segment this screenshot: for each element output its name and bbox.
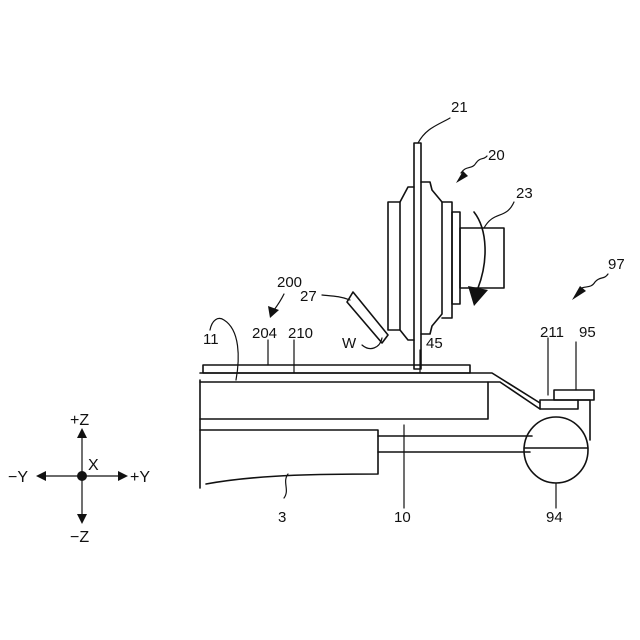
workpiece-w bbox=[203, 365, 470, 373]
label-23: 23 bbox=[516, 185, 533, 202]
label-95: 95 bbox=[579, 324, 596, 341]
label-211: 211 bbox=[540, 324, 564, 341]
axis-label-plus-y: +Y bbox=[130, 469, 150, 486]
label-21: 21 bbox=[451, 99, 468, 116]
label-3: 3 bbox=[278, 509, 286, 526]
label-204: 204 bbox=[252, 325, 277, 342]
chuck-table-11 bbox=[200, 373, 540, 419]
label-27: 27 bbox=[300, 288, 317, 305]
base-3 bbox=[200, 380, 378, 488]
leader-lines bbox=[210, 118, 608, 508]
bracket-95 bbox=[540, 390, 594, 440]
cutting-unit-20 bbox=[388, 143, 504, 369]
axis-label-minus-z: −Z bbox=[70, 529, 89, 546]
motor-94 bbox=[524, 417, 588, 483]
label-94: 94 bbox=[546, 509, 563, 526]
rail-10 bbox=[378, 436, 532, 452]
label-11: 11 bbox=[203, 331, 219, 348]
label-200: 200 bbox=[277, 274, 302, 291]
label-97: 97 bbox=[608, 256, 625, 273]
coordinate-axes: +Z −Z −Y +Y X bbox=[8, 412, 150, 546]
axis-label-minus-y: −Y bbox=[8, 469, 28, 486]
axis-label-plus-z: +Z bbox=[70, 412, 89, 429]
label-210: 210 bbox=[288, 325, 313, 342]
axis-label-x: X bbox=[88, 457, 99, 474]
label-45: 45 bbox=[426, 335, 443, 352]
label-20: 20 bbox=[488, 147, 505, 164]
label-w: W bbox=[342, 335, 357, 352]
label-10: 10 bbox=[394, 509, 411, 526]
